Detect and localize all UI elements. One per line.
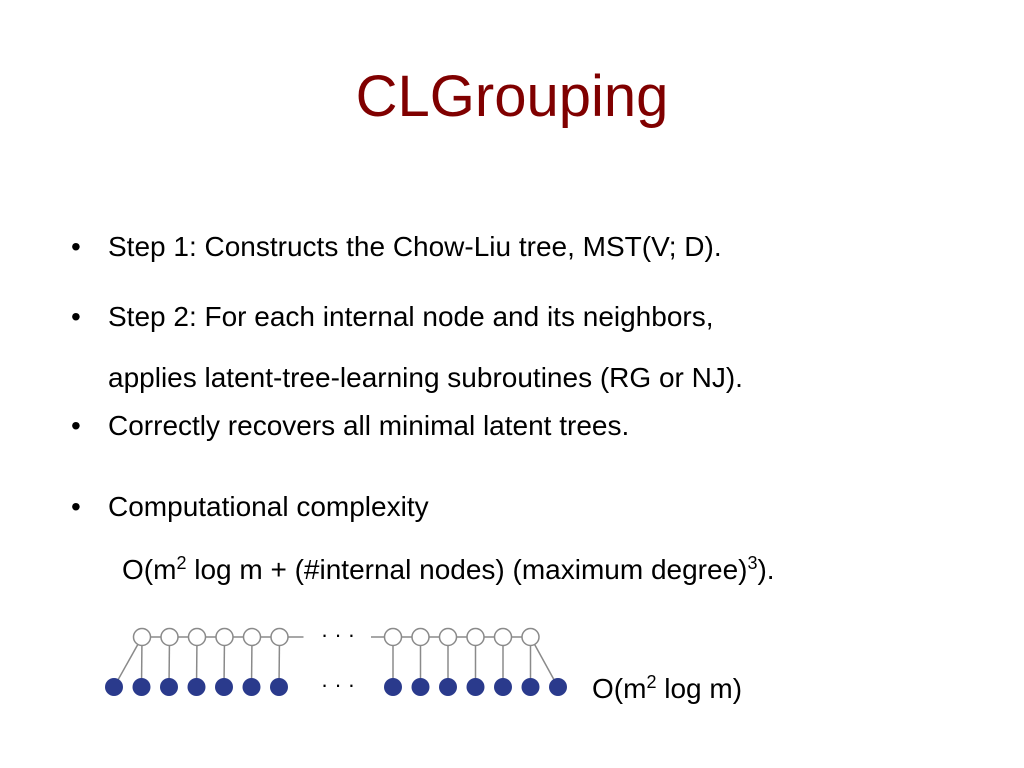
observed-node: [549, 678, 567, 696]
ellipsis-bottom: · · ·: [321, 672, 355, 697]
hidden-node: [466, 627, 485, 647]
hidden-node: [411, 627, 430, 647]
hidden-node: [187, 627, 207, 647]
hidden-node: [270, 627, 289, 647]
observed-node: [160, 678, 178, 696]
formula-suffix: ).: [757, 554, 775, 585]
formula-middle: log m + (#internal nodes) (maximum degre…: [186, 554, 748, 585]
formula-superscript-3: 3: [747, 553, 758, 573]
fig-formula-superscript: 2: [646, 672, 657, 692]
formula-superscript-2: 2: [176, 553, 187, 573]
bullet-step-2-continuation: applies latent-tree-learning subroutines…: [108, 362, 743, 393]
observed-node: [215, 678, 233, 696]
hidden-node: [132, 627, 152, 647]
hidden-node: [160, 627, 179, 647]
ellipsis-top: · · ·: [321, 622, 355, 647]
observed-node: [242, 678, 261, 696]
bullet-step-1: Step 1: Constructs the Chow-Liu tree, MS…: [71, 230, 722, 264]
hidden-node: [521, 627, 540, 647]
hidden-node: [242, 627, 262, 647]
hidden-node: [493, 627, 513, 647]
bullet-step-2: Step 2: For each internal node and its n…: [71, 300, 713, 334]
observed-node: [411, 678, 430, 696]
observed-nodes: [105, 678, 567, 696]
hidden-nodes: [132, 627, 540, 647]
hidden-node: [383, 627, 403, 647]
observed-node: [466, 678, 485, 696]
observed-node: [132, 678, 151, 696]
observed-node: [105, 678, 123, 696]
latent-tree-diagram: · · · · · ·: [105, 622, 567, 697]
bullet-recovers: Correctly recovers all minimal latent tr…: [71, 409, 629, 443]
hidden-node: [438, 627, 458, 647]
observed-node: [384, 678, 402, 696]
slide-title: CLGrouping: [355, 64, 669, 129]
formula-prefix: O(m: [122, 554, 177, 585]
bullet-complexity: Computational complexity: [71, 490, 429, 524]
figure-complexity-formula: O(m2 log m): [592, 672, 742, 706]
observed-node: [439, 678, 457, 696]
observed-node: [187, 678, 206, 696]
observed-node: [270, 678, 288, 696]
complexity-formula: O(m2 log m + (#internal nodes) (maximum …: [122, 553, 775, 587]
observed-node: [521, 678, 540, 696]
observed-node: [494, 678, 512, 696]
hidden-node: [215, 627, 234, 647]
edge-hidden-observed: [529, 636, 559, 688]
fig-formula-suffix: log m): [656, 673, 743, 704]
edge-hidden-observed: [113, 636, 143, 688]
fig-formula-prefix: O(m: [592, 673, 647, 704]
